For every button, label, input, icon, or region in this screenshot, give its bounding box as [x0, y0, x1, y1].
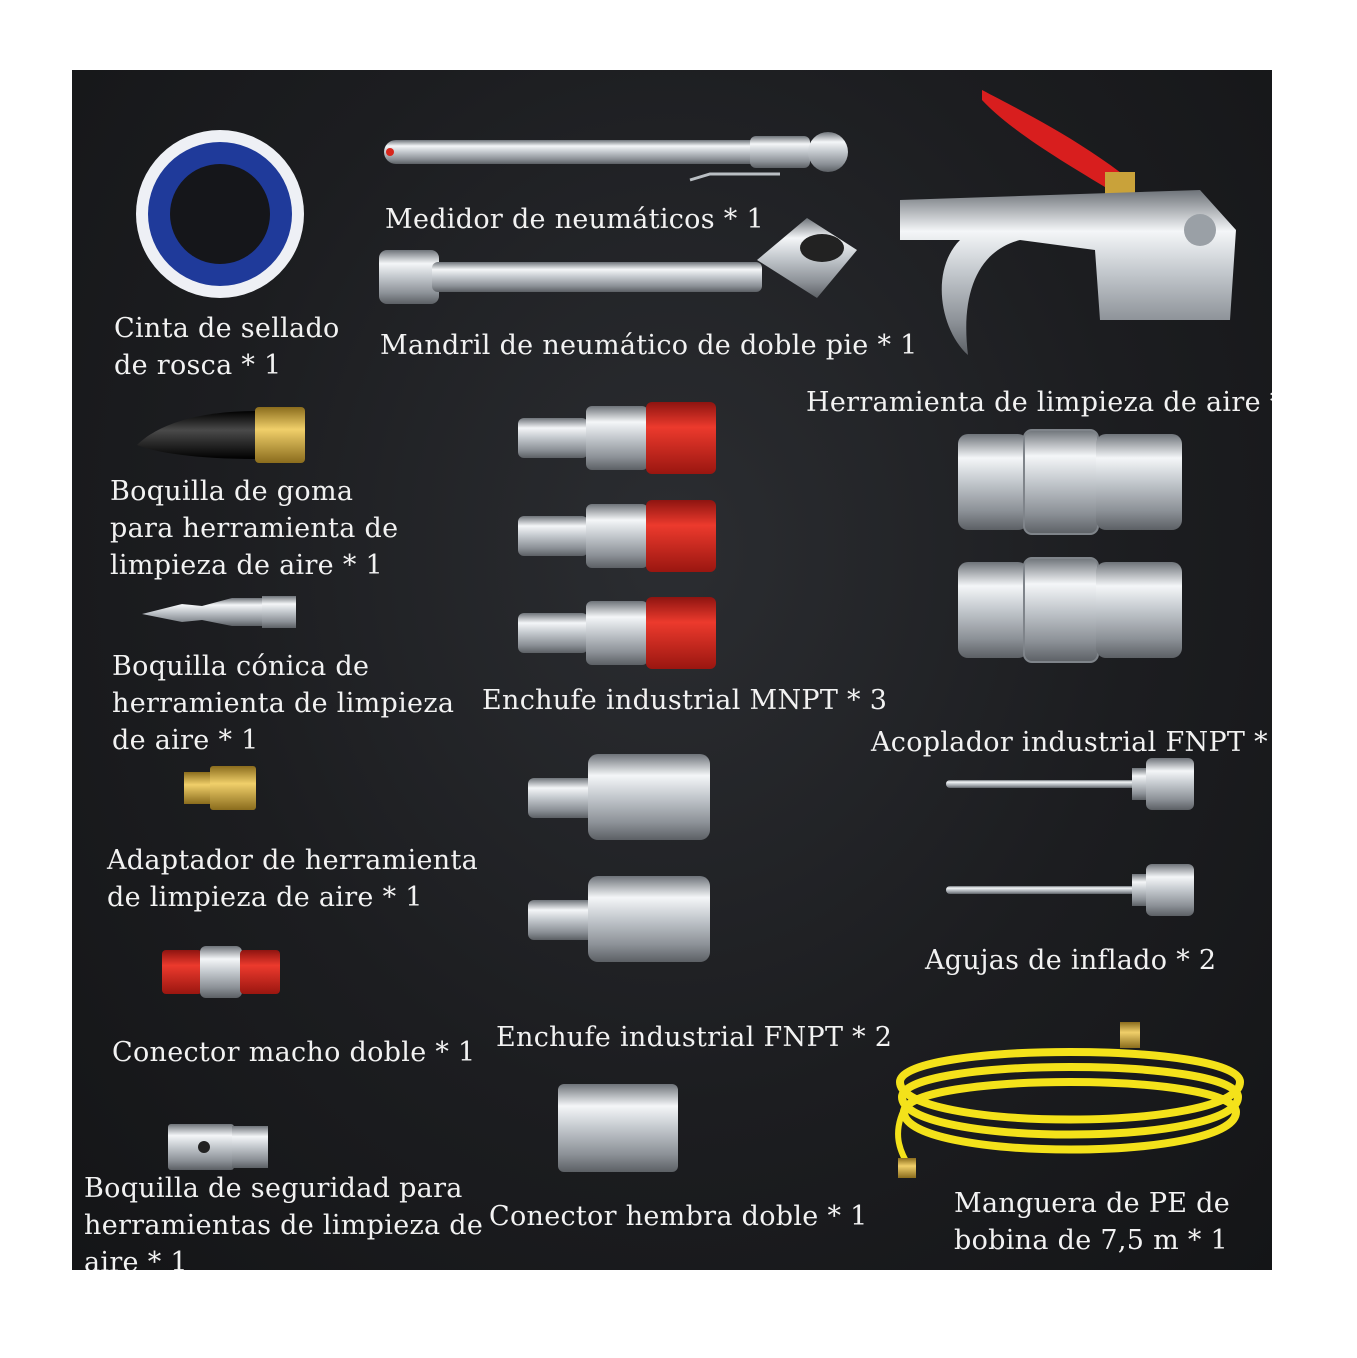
- thread-seal-tape-image: [136, 130, 304, 298]
- mnpt-plug-image-1: [518, 402, 716, 474]
- adapter-image: [184, 766, 256, 810]
- tapered-nozzle-image: [142, 596, 296, 628]
- blow-gun-image: [900, 90, 1236, 355]
- label-tapered-nozzle: Boquilla cónica de herramienta de limpie…: [112, 648, 454, 759]
- label-blow-gun: Herramienta de limpieza de aire * 1: [806, 384, 1272, 421]
- label-line: Boquilla cónica de: [112, 651, 370, 682]
- label-line: Manguera de PE de: [954, 1188, 1231, 1219]
- label-line: limpieza de aire * 1: [110, 550, 383, 581]
- label-line: Mandril de neumático de doble pie * 1: [380, 330, 918, 361]
- mnpt-plug-image-3: [518, 597, 716, 669]
- label-line: Conector hembra doble * 1: [489, 1201, 868, 1232]
- label-line: Cinta de sellado: [114, 313, 340, 344]
- label-line: Acoplador industrial FNPT * 2: [871, 727, 1272, 758]
- label-line: herramienta de limpieza: [112, 688, 455, 719]
- dual-foot-chuck-image: [379, 218, 857, 304]
- label-thread-seal-tape: Cinta de sellado de rosca * 1: [114, 310, 340, 384]
- label-line: Adaptador de herramienta: [107, 845, 479, 876]
- coil-hose-image: [895, 1022, 1245, 1178]
- label-dual-foot-chuck: Mandril de neumático de doble pie * 1: [380, 327, 918, 364]
- inflation-needle-image-1: [946, 758, 1194, 810]
- label-line: Conector macho doble * 1: [112, 1037, 476, 1068]
- label-line: Boquilla de seguridad para: [84, 1173, 463, 1204]
- label-line: Herramienta de limpieza de aire * 1: [806, 387, 1272, 418]
- mnpt-plug-image-2: [518, 500, 716, 572]
- label-coupler: Acoplador industrial FNPT * 2: [871, 724, 1272, 761]
- coupler-image-1: [958, 429, 1182, 535]
- label-mnpt-plug: Enchufe industrial MNPT * 3: [482, 682, 887, 719]
- fnpt-plug-image-1: [528, 754, 710, 840]
- label-female-connector: Conector hembra doble * 1: [489, 1198, 868, 1235]
- label-line: bobina de 7,5 m * 1: [954, 1225, 1229, 1256]
- product-panel: Cinta de sellado de rosca * 1 Medidor de…: [72, 70, 1272, 1270]
- label-line: herramientas de limpieza de: [84, 1210, 484, 1241]
- label-line: Enchufe industrial MNPT * 3: [482, 685, 888, 716]
- female-connector-image: [558, 1084, 678, 1172]
- male-connector-image: [162, 946, 280, 998]
- label-tire-gauge: Medidor de neumáticos * 1: [385, 201, 764, 238]
- tire-gauge-image: [384, 132, 848, 182]
- label-safety-nozzle: Boquilla de seguridad para herramientas …: [84, 1170, 483, 1270]
- label-line: Enchufe industrial FNPT * 2: [496, 1022, 893, 1053]
- label-line: Medidor de neumáticos * 1: [385, 204, 764, 235]
- label-line: de limpieza de aire * 1: [107, 882, 423, 913]
- inflation-needle-image-2: [946, 864, 1194, 916]
- label-line: aire * 1: [84, 1247, 188, 1270]
- rubber-nozzle-image: [137, 407, 305, 463]
- coupler-image-2: [958, 557, 1182, 663]
- label-inflation-needles: Agujas de inflado * 2: [925, 942, 1216, 979]
- label-adapter: Adaptador de herramienta de limpieza de …: [107, 842, 478, 916]
- label-line: Agujas de inflado * 2: [925, 945, 1217, 976]
- safety-nozzle-image: [168, 1124, 268, 1170]
- label-rubber-nozzle: Boquilla de goma para herramienta de lim…: [110, 473, 398, 584]
- label-line: Boquilla de goma: [110, 476, 354, 507]
- label-line: de rosca * 1: [114, 350, 282, 381]
- label-male-connector: Conector macho doble * 1: [112, 1034, 476, 1071]
- label-line: de aire * 1: [112, 725, 259, 756]
- label-fnpt-plug: Enchufe industrial FNPT * 2: [496, 1019, 892, 1056]
- label-line: para herramienta de: [110, 513, 399, 544]
- label-coil-hose: Manguera de PE de bobina de 7,5 m * 1: [954, 1185, 1230, 1259]
- fnpt-plug-image-2: [528, 876, 710, 962]
